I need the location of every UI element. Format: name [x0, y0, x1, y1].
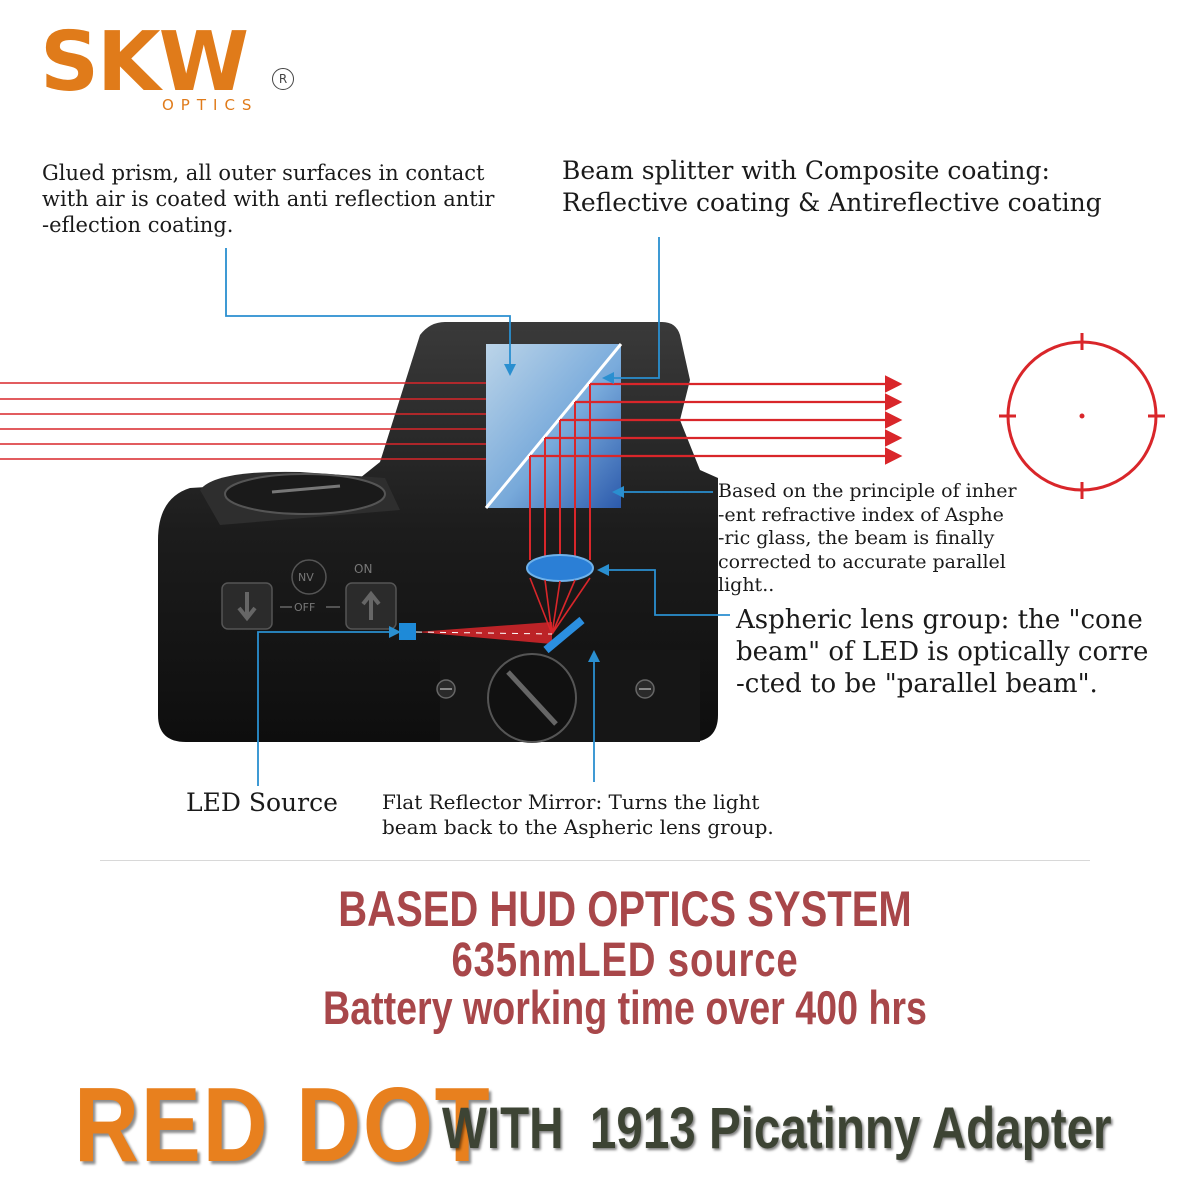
picatinny-adapter-text: WITH 1913 Picatinny Adapter [442, 1096, 1112, 1161]
flat-reflector-mirror [543, 616, 585, 654]
prism [484, 343, 623, 509]
up-arrow-icon [361, 590, 381, 620]
callout-refractive-index: Based on the principle of inher -ent ref… [718, 480, 1017, 596]
callout-glued-prism: Glued prism, all outer surfaces in conta… [42, 161, 495, 237]
callout-flat-reflector: Flat Reflector Mirror: Turns the light b… [382, 790, 774, 839]
optics-diagram: NV ON OFF [0, 237, 1165, 786]
on-label: ON [354, 562, 372, 576]
headline-led-source: 635nmLED source [451, 934, 799, 987]
headline-battery: Battery working time over 400 hrs [323, 981, 927, 1034]
nv-indicator [291, 559, 327, 595]
output-beams [530, 375, 903, 465]
incoming-beams [0, 382, 486, 460]
vertical-beams [529, 384, 591, 560]
down-arrow-icon [237, 592, 257, 622]
registered-mark: R [272, 68, 294, 90]
led-beam-fan [415, 622, 553, 644]
callout-beam-splitter: Beam splitter with Composite coating: Re… [562, 156, 1102, 217]
callout-led-source: LED Source [186, 788, 338, 817]
callout-leaders [225, 237, 730, 786]
headline-system: BASED HUD OPTICS SYSTEM [338, 881, 912, 937]
brand-subtitle: OPTICS [162, 96, 259, 114]
led-source [399, 623, 416, 640]
brand-logo: SKW [40, 15, 249, 110]
reticle-icon [999, 333, 1165, 499]
nv-label: NV [298, 571, 314, 584]
aspheric-lens [526, 554, 594, 582]
callout-aspheric-lens: Aspheric lens group: the "cone beam" of … [736, 605, 1149, 699]
off-label: OFF [294, 601, 315, 614]
red-dot-title: RED DOT [74, 1066, 492, 1184]
battery-cap [224, 473, 386, 515]
divider [100, 860, 1090, 861]
